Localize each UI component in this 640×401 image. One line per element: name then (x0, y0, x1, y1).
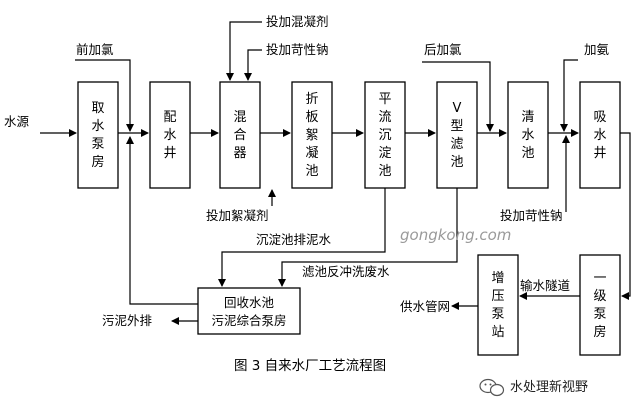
box-intake: 取水泵房 (77, 81, 119, 189)
label-sludge-out: 污泥外排 (102, 313, 153, 328)
box-char: 清 (521, 110, 534, 125)
line-pre-chlorination (75, 59, 134, 132)
box-char: 池 (378, 164, 391, 179)
box-distribution-well-label: 配水井 (163, 110, 176, 161)
label-post-chlorination: 后加氯 (424, 42, 462, 57)
label-add-coagulant: 投加混凝剂 (266, 14, 329, 29)
box-char: 增 (491, 271, 504, 286)
box-mixer: 混合器 (219, 81, 261, 189)
main-flow-arrows (40, 129, 631, 325)
arrow-suction-to-primary-pump (620, 132, 631, 300)
box-char: 池 (450, 155, 463, 170)
label-add-caustic-top: 投加苛性钠 (266, 42, 329, 57)
box-primary-pump-label: 一级泵房 (593, 271, 606, 340)
box-char: 水 (91, 119, 104, 134)
box-char: 一 (593, 271, 606, 286)
box-suction-well-label: 吸水井 (593, 110, 606, 161)
box-char: 房 (593, 324, 606, 340)
box-char: 房 (91, 154, 104, 170)
line-post-chlorination (422, 61, 494, 132)
line-filter-backwash (278, 188, 458, 287)
box-char: 凝 (305, 145, 318, 161)
line-sedimentation-sludge (218, 188, 386, 287)
label-pre-chlorination: 前加氯 (76, 42, 114, 57)
box-char: 板 (305, 110, 318, 125)
label-transmission-tunnel: 输水隧道 (520, 278, 571, 293)
box-char: 淀 (378, 146, 391, 161)
box-sedimentation-label: 平流沉淀池 (378, 92, 391, 179)
box-clearwater-tank-label: 清水池 (521, 110, 534, 161)
wechat-icon (479, 378, 505, 397)
box-clearwater-tank: 清水池 (507, 81, 549, 189)
box-char: 池 (521, 146, 534, 161)
box-baffle-flocculation-label: 折板絮凝池 (305, 92, 318, 179)
label-sludge-discharge: 沉淀池排泥水 (256, 232, 332, 247)
label-backwash-waste: 滤池反冲洗废水 (302, 264, 390, 279)
box-char: 配 (163, 110, 176, 125)
box-char: 泵 (491, 307, 504, 322)
box-char: 滤 (450, 137, 463, 152)
box-char: 水 (521, 128, 534, 143)
figure-caption: 图 3 自来水厂工艺流程图 (234, 358, 386, 374)
box-sedimentation: 平流沉淀池 (364, 81, 406, 189)
line-add-caustic-top (244, 49, 262, 81)
label-water-source: 水源 (4, 114, 30, 129)
return-lines (126, 136, 458, 305)
box-char: 混 (233, 110, 246, 125)
box-char: 泵 (593, 307, 606, 322)
box-char: 水 (593, 128, 606, 143)
box-char: 站 (491, 325, 504, 340)
box-distribution-well: 配水井 (149, 81, 191, 189)
recovery-line1: 回收水池 (224, 295, 275, 310)
dosing-lines (75, 21, 578, 212)
line-recovery-return (126, 136, 198, 305)
box-char: 沉 (378, 128, 391, 143)
label-add-ammonia: 加氨 (584, 42, 610, 57)
box-char: 级 (593, 289, 606, 304)
box-char: 压 (491, 289, 504, 304)
box-booster-pump: 增压泵站 (477, 254, 519, 356)
watermark: gongkong.com (400, 226, 511, 244)
label-add-caustic-bottom: 投加苛性钠 (500, 208, 563, 223)
box-char: 井 (163, 146, 176, 161)
box-char: 絮 (305, 127, 318, 143)
box-char: 平 (378, 92, 391, 107)
recovery-line2: 污泥综合泵房 (211, 313, 286, 328)
box-char: 水 (163, 128, 176, 143)
label-add-flocculant: 投加絮凝剂 (206, 208, 269, 223)
box-char: 型 (450, 119, 463, 134)
box-char: 井 (593, 146, 606, 161)
box-mixer-label: 混合器 (233, 110, 246, 161)
box-char: 吸 (593, 110, 606, 125)
box-primary-pump: 一级泵房 (579, 254, 621, 356)
box-char: 流 (378, 110, 391, 125)
box-char: V (453, 101, 462, 116)
box-char: 合 (233, 128, 246, 143)
box-suction-well: 吸水井 (579, 81, 621, 189)
brand-badge: 水处理新视野 (479, 378, 588, 397)
label-supply-network: 供水管网 (400, 299, 450, 314)
box-booster-pump-label: 增压泵站 (491, 271, 504, 340)
line-add-coagulant (226, 21, 262, 81)
box-char: 折 (305, 92, 318, 107)
box-baffle-flocculation: 折板絮凝池 (291, 81, 333, 189)
box-intake-label: 取水泵房 (91, 101, 104, 170)
box-char: 取 (91, 101, 104, 116)
box-recovery-pool: 回收水池 污泥综合泵房 (197, 287, 301, 335)
box-char: 泵 (91, 137, 104, 152)
brand-name: 水处理新视野 (510, 379, 588, 395)
box-char: 池 (305, 164, 318, 179)
line-add-ammonia (560, 59, 578, 132)
box-char: 器 (233, 146, 246, 161)
